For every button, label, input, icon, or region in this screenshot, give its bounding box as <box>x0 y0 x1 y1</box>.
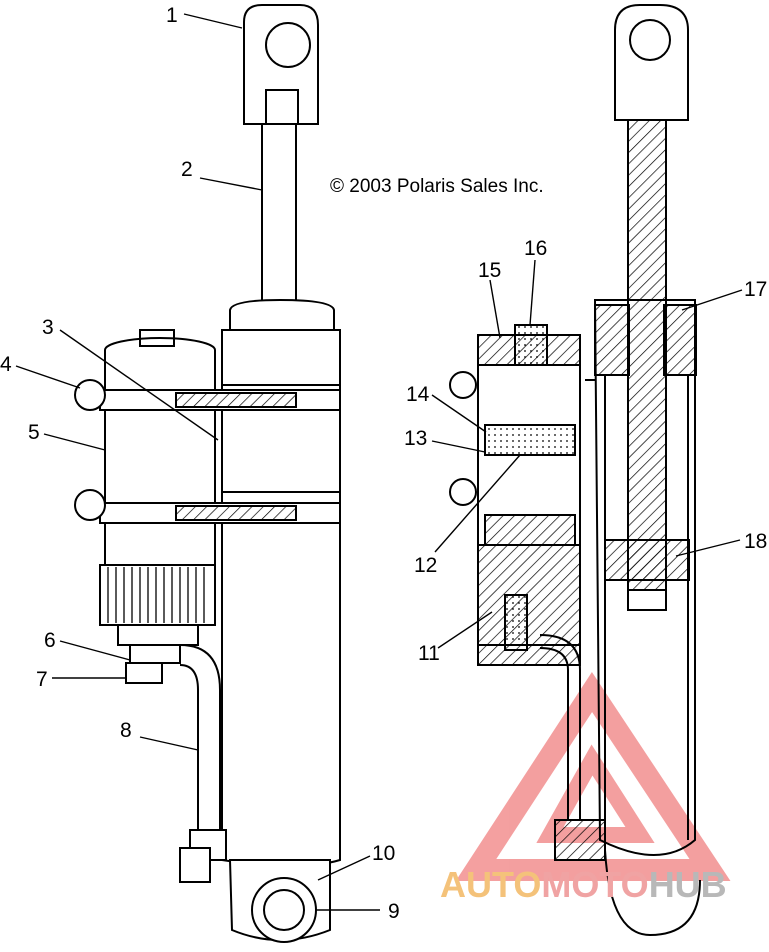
callout-6: 6 <box>44 629 56 652</box>
callout-13: 13 <box>404 427 427 450</box>
callout-15: 15 <box>478 259 501 282</box>
callout-2: 2 <box>181 158 193 181</box>
leader-lines <box>15 13 743 911</box>
callout-18: 18 <box>744 530 767 553</box>
callout-7: 7 <box>36 668 48 691</box>
left-shock-exterior <box>74 4 341 943</box>
callout-11: 11 <box>418 642 440 665</box>
watermark-auto: AUTO <box>440 864 541 905</box>
right-shock-cutaway <box>449 4 701 937</box>
callout-16: 16 <box>524 237 547 260</box>
watermark-moto: MOTO <box>541 864 648 905</box>
callouts: 1 2 3 4 5 6 7 8 9 10 11 12 13 14 15 16 1… <box>0 4 767 923</box>
callout-1: 1 <box>166 4 178 27</box>
watermark-hub: HUB <box>649 864 727 905</box>
callout-17: 17 <box>744 278 767 301</box>
callout-5: 5 <box>28 421 40 444</box>
callout-3: 3 <box>42 316 54 339</box>
callout-12: 12 <box>414 554 437 577</box>
callout-10: 10 <box>372 842 395 865</box>
watermark-text: AUTOMOTOHUB <box>440 864 727 905</box>
callout-14: 14 <box>406 383 430 406</box>
callout-4: 4 <box>0 353 12 376</box>
callout-9: 9 <box>388 900 400 923</box>
svg-text:AUTOMOTOHUB: AUTOMOTOHUB <box>440 864 727 905</box>
callout-8: 8 <box>120 719 132 742</box>
copyright-text: © 2003 Polaris Sales Inc. <box>330 176 544 197</box>
